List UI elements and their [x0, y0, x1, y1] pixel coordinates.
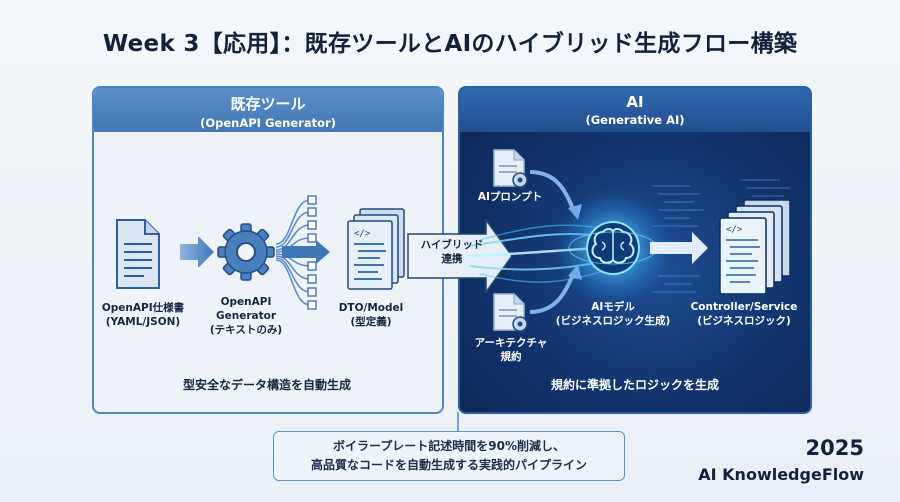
dto-label-line2: (型定義): [350, 316, 392, 328]
output-label: Controller/Service (ビジネスロジック): [684, 300, 804, 328]
existing-tool-header: 既存ツール (OpenAPI Generator): [94, 88, 442, 132]
output-label-line1: Controller/Service: [690, 301, 798, 313]
hybrid-label-line1: ハイブリッド: [420, 239, 484, 251]
output-label-line2: (ビジネスロジック): [697, 315, 791, 327]
ai-subtitle: (Generative AI): [585, 113, 685, 127]
document-icon: [116, 219, 160, 289]
hybrid-label-line2: 連携: [441, 253, 463, 265]
rules-label-line2: 規約: [500, 351, 522, 363]
background-code-lines: [652, 179, 790, 293]
model-label-line2: (ビジネスロジック生成): [555, 315, 671, 327]
ai-title: AI: [626, 93, 644, 111]
spec-label-line1: OpenAPI仕様書: [101, 302, 185, 314]
footer-brand: AI KnowledgeFlow: [698, 465, 864, 484]
generator-label: OpenAPI Generator (テキストのみ): [196, 295, 296, 337]
existing-tool-title: 既存ツール: [230, 95, 306, 113]
summary-box: ボイラープレート記述時間を90%削減し、 高品質なコードを自動生成する実践的パイ…: [273, 431, 625, 481]
ai-caption: 規約に準拠したロジックを生成: [550, 378, 719, 392]
spec-label: OpenAPI仕様書 (YAML/JSON): [88, 301, 198, 329]
dto-code-stack-icon: </>: [347, 208, 405, 290]
prompt-label: AIプロンプト: [477, 191, 543, 203]
svg-text:</>: </>: [354, 229, 371, 239]
prompt-document-icon: [493, 149, 528, 188]
rules-document-icon: [493, 293, 528, 332]
brain-icon: [586, 221, 640, 275]
generator-label-line2: Generator: [215, 310, 276, 322]
arrow-spec-to-generator: [180, 236, 214, 268]
spec-label-line2: (YAML/JSON): [105, 316, 181, 328]
arrow-generator-to-dto: [282, 240, 330, 264]
hybrid-label: ハイブリッド 連携: [415, 238, 489, 266]
node-squares: [307, 195, 317, 310]
generator-label-line1: OpenAPI: [220, 296, 272, 308]
ai-header: AI (Generative AI): [460, 88, 810, 132]
generator-label-line3: (テキストのみ): [209, 324, 283, 336]
branch-lines: [275, 199, 311, 306]
rules-label-line1: アーキテクチャ: [474, 337, 548, 349]
summary-line2: 高品質なコードを自動生成する実践的パイプライン: [310, 458, 587, 472]
gear-icon: [217, 223, 275, 281]
output-code-stack-icon: </>: [719, 199, 791, 295]
arrow-model-to-output: [650, 232, 708, 264]
rules-label: アーキテクチャ 規約: [466, 336, 556, 364]
footer-year: 2025: [805, 436, 864, 460]
dto-label: DTO/Model (型定義): [330, 301, 412, 329]
dto-label-line1: DTO/Model: [338, 302, 404, 314]
existing-tool-caption: 型安全なデータ構造を自動生成: [182, 378, 351, 392]
summary-line1: ボイラープレート記述時間を90%削減し、: [332, 439, 565, 453]
page-title: Week 3【応用】：既存ツールとAIのハイブリッド生成フロー構築: [102, 31, 798, 57]
model-label-line1: AIモデル: [591, 301, 635, 313]
existing-tool-subtitle: (OpenAPI Generator): [200, 116, 336, 130]
svg-text:</>: </>: [726, 225, 743, 235]
model-label: AIモデル (ビジネスロジック生成): [548, 300, 678, 328]
